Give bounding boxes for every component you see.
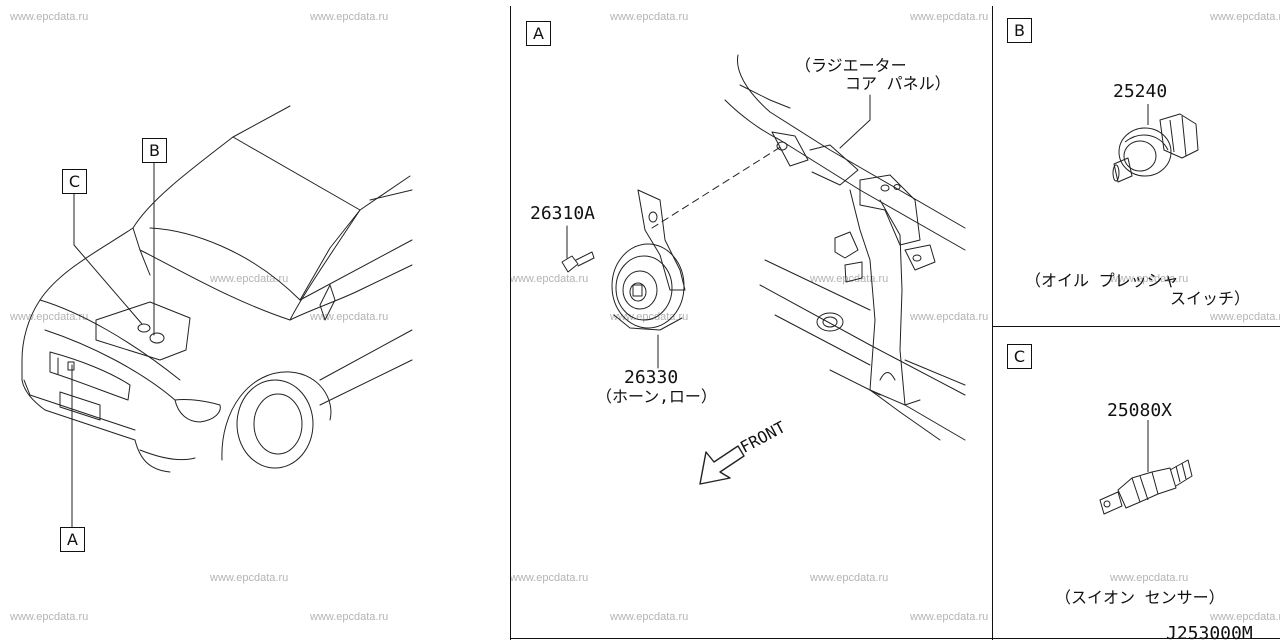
part-number-25240: 25240 bbox=[1113, 81, 1168, 102]
water-temp-sensor bbox=[1099, 420, 1193, 515]
watermark: www.epcdata.ru bbox=[10, 11, 89, 23]
watermark: www.epcdata.ru bbox=[910, 611, 989, 623]
diagram-code: J253000M bbox=[1166, 623, 1253, 644]
watermark: www.epcdata.ru bbox=[310, 311, 389, 323]
watermark: www.epcdata.ru bbox=[310, 11, 389, 23]
watermark: www.epcdata.ru bbox=[210, 572, 289, 584]
watermark: www.epcdata.ru bbox=[910, 311, 989, 323]
panel-b-tag: B bbox=[1007, 18, 1032, 43]
part-number-25080x: 25080X bbox=[1107, 400, 1173, 421]
callout-b-car: B bbox=[142, 138, 167, 163]
divider-left bbox=[510, 6, 511, 640]
horn-assembly bbox=[561, 189, 686, 369]
radiator-core-panel bbox=[651, 54, 966, 441]
panel-a-tag: A bbox=[526, 21, 551, 46]
watermark: www.epcdata.ru bbox=[310, 611, 389, 623]
part-number-26310a: 26310A bbox=[530, 203, 596, 224]
watermark: www.epcdata.ru bbox=[10, 611, 89, 623]
watermark: www.epcdata.ru bbox=[510, 572, 589, 584]
callout-a-car: A bbox=[60, 527, 85, 552]
radiator-core-panel-label-1: （ラジエーター bbox=[795, 56, 907, 75]
watermark: www.epcdata.ru bbox=[1110, 572, 1189, 584]
watermark: www.epcdata.ru bbox=[210, 273, 289, 285]
oil-pressure-label-2: スイッチ） bbox=[1170, 289, 1251, 308]
divider-right bbox=[992, 6, 993, 640]
watermark: www.epcdata.ru bbox=[1210, 611, 1280, 623]
callout-c-car: C bbox=[62, 169, 87, 194]
watermark: www.epcdata.ru bbox=[1210, 11, 1280, 23]
radiator-core-panel-label-2: コア パネル） bbox=[845, 74, 951, 93]
watermark: www.epcdata.ru bbox=[510, 273, 589, 285]
watermark: www.epcdata.ru bbox=[610, 611, 689, 623]
watermark: www.epcdata.ru bbox=[810, 572, 889, 584]
part-number-26330: 26330 bbox=[624, 367, 679, 388]
watermark: www.epcdata.ru bbox=[810, 273, 889, 285]
water-temp-label: （スイオン センサー） bbox=[1055, 588, 1225, 607]
panel-c-tag: C bbox=[1007, 344, 1032, 369]
car-illustration bbox=[21, 105, 413, 528]
watermark: www.epcdata.ru bbox=[1110, 273, 1189, 285]
horn-label: （ホーン,ロー） bbox=[596, 387, 717, 406]
front-arrow-icon bbox=[699, 445, 745, 485]
watermark: www.epcdata.ru bbox=[1210, 311, 1280, 323]
watermark: www.epcdata.ru bbox=[610, 11, 689, 23]
oil-pressure-label-1: （オイル プレッシャ bbox=[1025, 271, 1179, 290]
divider-bottom bbox=[510, 638, 1280, 639]
oil-pressure-switch bbox=[1112, 104, 1199, 183]
divider-horizontal bbox=[992, 326, 1280, 327]
watermark: www.epcdata.ru bbox=[910, 11, 989, 23]
